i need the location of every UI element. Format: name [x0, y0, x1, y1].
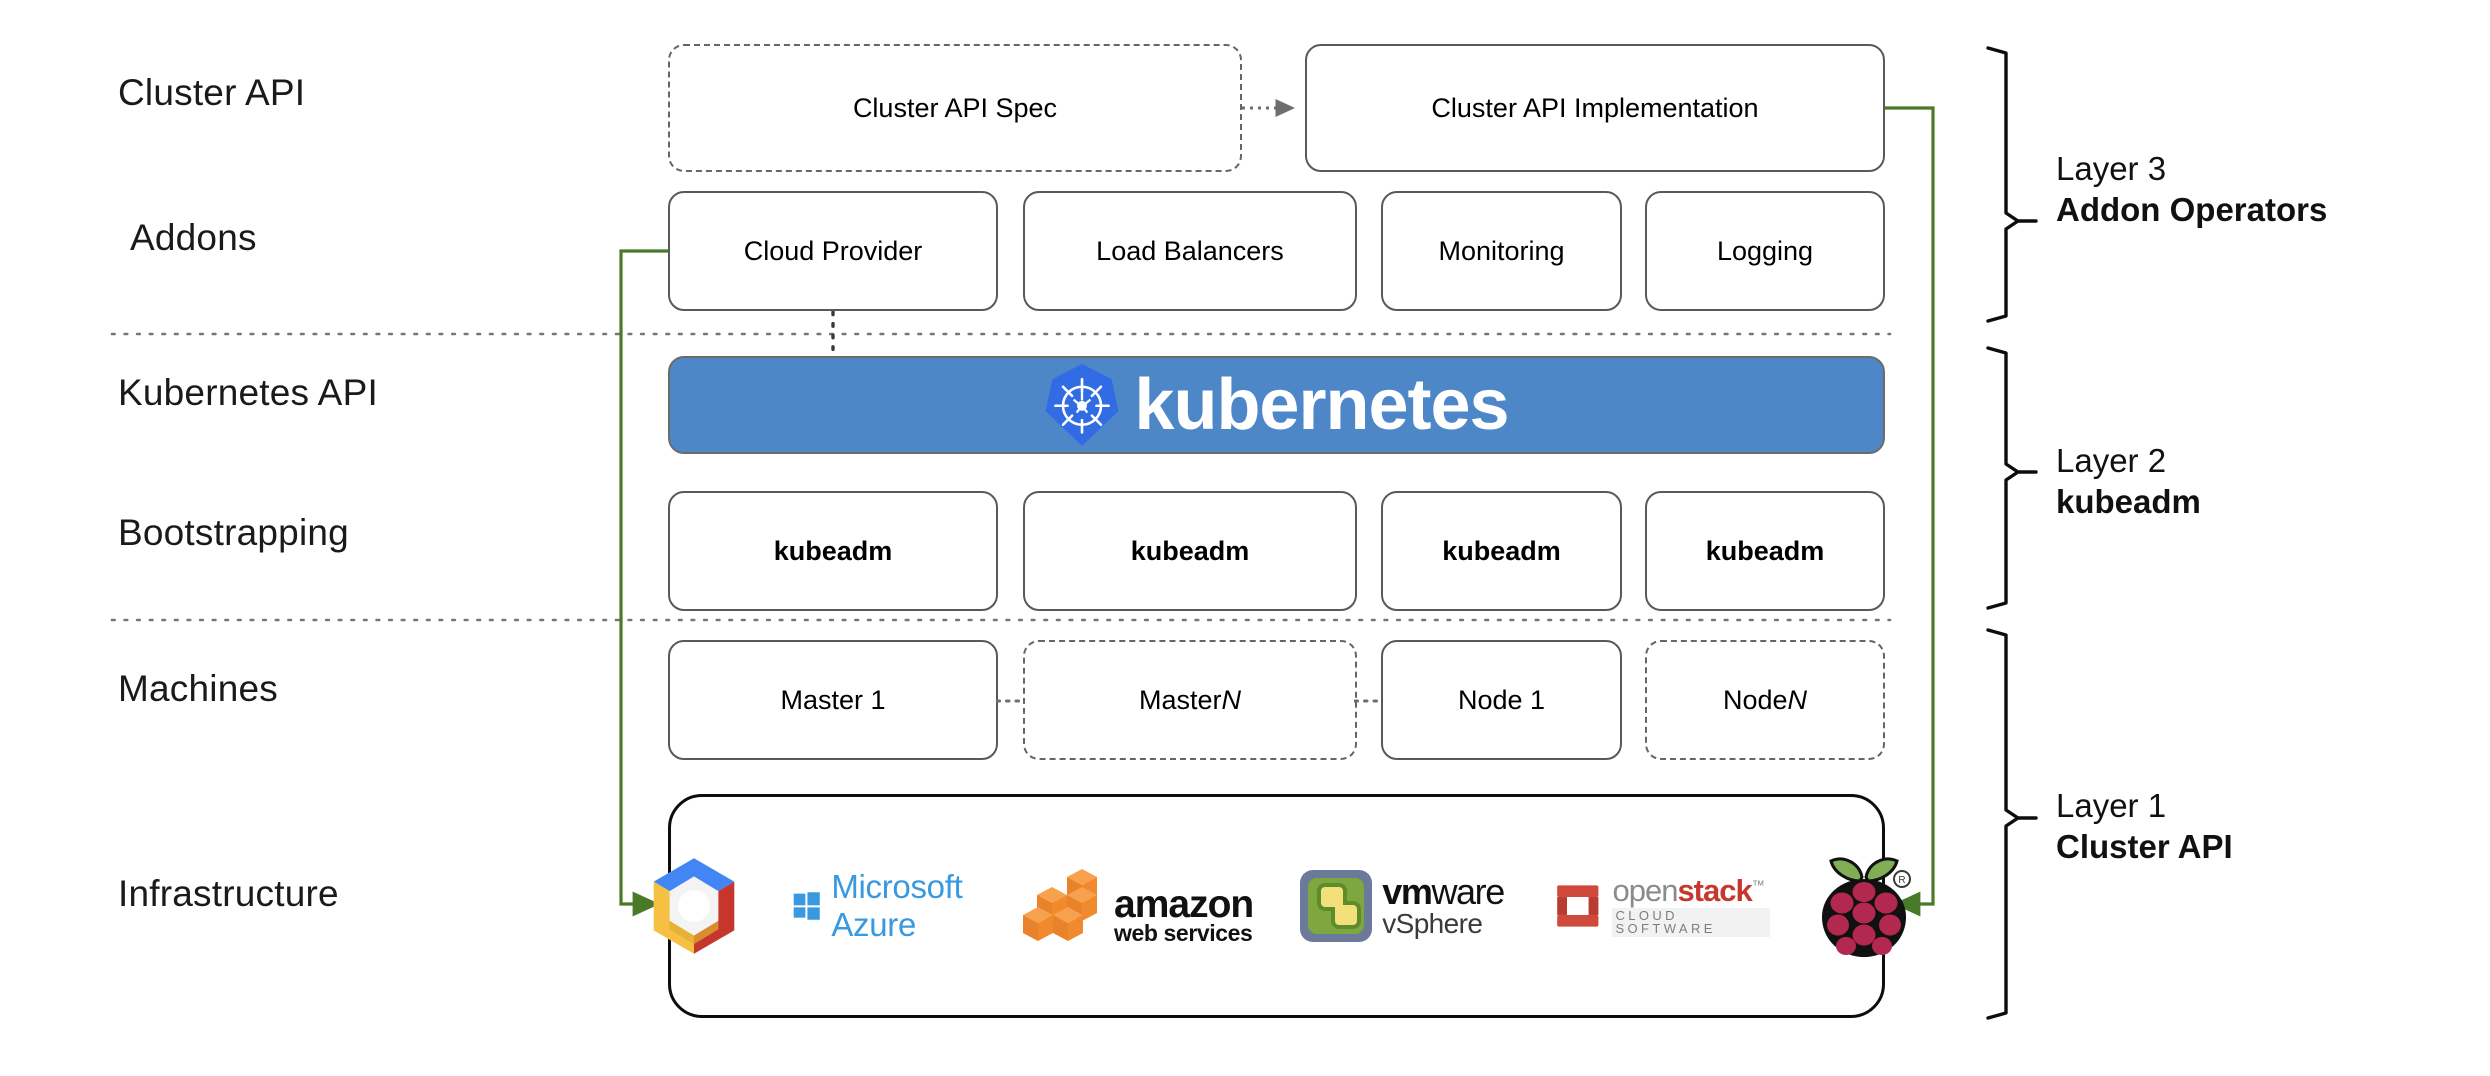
logo-google-cloud[interactable] [641, 853, 747, 959]
bracket-layer-1 [1986, 628, 2038, 1020]
node-cluster-api-implementation-label: Cluster API Implementation [1431, 92, 1759, 123]
bracket-layer-2 [1986, 346, 2038, 610]
kubernetes-wordmark: kubernetes [1134, 365, 1509, 445]
node-master-1-label: Master 1 [780, 684, 886, 715]
openstack-label-open: open [1612, 873, 1678, 909]
logo-microsoft-azure[interactable]: Microsoft Azure [793, 868, 977, 944]
node-kubeadm-3-label: kubeadm [1442, 535, 1561, 566]
vmware-label-main: vmware [1382, 871, 1505, 912]
kubernetes-helm-icon [1045, 363, 1119, 447]
node-kubeadm-2[interactable]: kubeadm [1023, 491, 1357, 611]
node-kubeadm-4-label: kubeadm [1705, 535, 1825, 566]
vsphere-label-sub: vSphere [1382, 908, 1483, 939]
layer-label-3-line1: Layer 3 [2056, 150, 2167, 187]
row-label-machines: Machines [118, 668, 278, 709]
aws-label-main: amazon [1114, 883, 1254, 927]
node-load-balancers-label: Load Balancers [1096, 235, 1284, 266]
machines-ellipsis-right [1354, 699, 1384, 703]
node-cloud-provider[interactable]: Cloud Provider [668, 191, 998, 311]
node-monitoring-label: Monitoring [1438, 235, 1565, 266]
node-node-n-label: Node [1722, 684, 1788, 715]
microsoft-azure-label: Microsoft Azure [831, 868, 963, 943]
openstack-trademark: ™ [1751, 877, 1765, 893]
node-node-1-label: Node 1 [1457, 684, 1546, 715]
node-cluster-api-spec[interactable]: Cluster API Spec [668, 44, 1242, 172]
node-monitoring[interactable]: Monitoring [1381, 191, 1622, 311]
node-kubeadm-3[interactable]: kubeadm [1381, 491, 1622, 611]
node-cloud-provider-label: Cloud Provider [743, 235, 923, 266]
openstack-label-sub: CLOUD SOFTWARE [1612, 907, 1771, 937]
svg-text:R: R [1899, 875, 1906, 886]
row-label-addons: Addons [130, 217, 257, 258]
layer-label-2-line2: kubeadm [2056, 483, 2201, 521]
layer-label-1-line2: Cluster API [2056, 828, 2233, 866]
logo-amazon-web-services[interactable]: amazon web services [1023, 867, 1254, 947]
openstack-label-stack: stack [1677, 873, 1752, 909]
cloud-provider-to-infrastructure-connector [619, 249, 668, 917]
row-label-bootstrapping: Bootstrapping [118, 512, 349, 553]
layer-label-2-line1: Layer 2 [2056, 442, 2167, 479]
openstack-label-main: openstack™ [1612, 873, 1770, 909]
node-master-n-label: Master [1138, 684, 1222, 715]
infrastructure-logo-strip: Microsoft Azure [653, 851, 1912, 961]
node-kubeadm-1[interactable]: kubeadm [668, 491, 998, 611]
aws-label-sub: web services [1114, 920, 1253, 947]
layer-label-1-line1: Layer 1 [2056, 787, 2167, 824]
vmware-label-bold: vm [1382, 871, 1433, 912]
microsoft-window-icon [793, 892, 820, 920]
node-kubeadm-4[interactable]: kubeadm [1645, 491, 1885, 611]
vmware-label-rest: ware [1431, 871, 1505, 912]
infrastructure-container[interactable]: Microsoft Azure [653, 794, 1912, 1018]
node-kubeadm-2-label: kubeadm [1130, 535, 1250, 566]
row-label-kubernetes-api: Kubernetes API [118, 372, 378, 413]
node-kubeadm-1-label: kubeadm [773, 535, 893, 566]
row-label-cluster-api: Cluster API [118, 72, 306, 113]
layer-label-2: Layer 2 kubeadm [2056, 440, 2201, 523]
logo-raspberry-pi[interactable]: R [1816, 851, 1912, 961]
node-master-n-suffix: N [1221, 684, 1242, 715]
node-master-1[interactable]: Master 1 [668, 640, 998, 760]
node-node-1[interactable]: Node 1 [1381, 640, 1622, 760]
node-cluster-api-implementation[interactable]: Cluster API Implementation [1305, 44, 1885, 172]
layer-label-3: Layer 3 Addon Operators [2056, 148, 2327, 231]
node-cluster-api-spec-label: Cluster API Spec [852, 92, 1058, 123]
logo-vmware-vsphere[interactable]: vmware vSphere [1299, 869, 1505, 943]
google-cloud-icon [653, 858, 735, 954]
machines-ellipsis-left [996, 699, 1026, 703]
node-logging[interactable]: Logging [1645, 191, 1885, 311]
bracket-layer-3 [1986, 46, 2038, 323]
node-logging-label: Logging [1716, 235, 1814, 266]
layer-label-1: Layer 1 Cluster API [2056, 785, 2233, 868]
aws-cubes-icon [1023, 869, 1098, 941]
row-label-infrastructure: Infrastructure [118, 873, 339, 914]
implementation-to-infrastructure-connector [1885, 106, 1935, 917]
node-master-n[interactable]: Master N [1023, 640, 1357, 760]
vsphere-icon [1300, 870, 1373, 942]
layer-label-3-line2: Addon Operators [2056, 191, 2328, 229]
logo-openstack[interactable]: openstack™ CLOUD SOFTWARE [1550, 873, 1771, 937]
node-node-n-suffix: N [1787, 684, 1808, 715]
kubernetes-banner[interactable]: kubernetes [668, 356, 1885, 454]
node-load-balancers[interactable]: Load Balancers [1023, 191, 1357, 311]
node-node-n[interactable]: Node N [1645, 640, 1885, 760]
openstack-icon [1557, 885, 1599, 927]
raspberry-pi-icon: R [1822, 857, 1912, 957]
